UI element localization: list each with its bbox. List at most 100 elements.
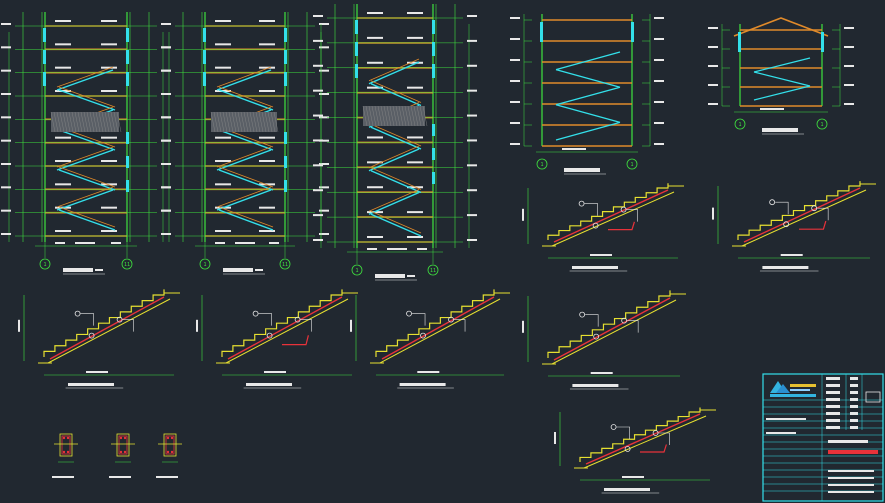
axis-label-left: 1 — [43, 262, 46, 268]
bottom-dimension-label — [387, 248, 407, 250]
hatch-line — [270, 111, 276, 133]
beam-detail-group — [52, 433, 182, 478]
bottom-dimension-label — [55, 242, 65, 244]
window-right — [432, 124, 435, 136]
elevation-mark-left — [313, 139, 323, 142]
hatch-line — [410, 105, 416, 127]
title-block-label — [826, 391, 840, 394]
dimension-label — [259, 160, 275, 162]
hatch-line — [422, 105, 428, 127]
title-block-highlight — [828, 450, 878, 454]
dimension-label — [101, 20, 117, 22]
dimension-label — [215, 160, 231, 162]
window — [738, 32, 741, 52]
stair-flight-detail-2 — [712, 181, 876, 272]
rebar-main — [381, 296, 495, 360]
dimension-label — [101, 183, 117, 186]
hatch-line — [258, 111, 264, 133]
bottom-dimension-label — [562, 148, 586, 150]
title-block-value — [850, 384, 858, 387]
hatch-line — [383, 105, 389, 127]
elevation-mark — [708, 27, 718, 29]
elevation-mark-left — [161, 23, 171, 25]
dimension-label — [215, 66, 231, 69]
hatch-line — [413, 105, 419, 127]
elevation-mark — [510, 59, 520, 61]
window-right — [284, 28, 287, 42]
title-block-note — [766, 432, 796, 434]
elevation-mark-right — [467, 214, 477, 217]
window-left — [203, 50, 206, 64]
dimension-label — [367, 136, 383, 139]
vertical-dimension-label — [196, 319, 198, 332]
callout-bubble — [811, 205, 818, 212]
rebar-dot — [166, 436, 170, 440]
hatch-line — [219, 111, 225, 133]
hatch-line — [95, 111, 101, 133]
window-right — [432, 148, 435, 160]
stair-flight — [216, 189, 272, 211]
stair-flight — [56, 69, 114, 91]
dimension-label — [215, 43, 231, 46]
detail-title — [604, 488, 650, 491]
dimension-label — [367, 86, 383, 89]
elevation-mark-right — [319, 46, 329, 49]
hatch-line — [371, 105, 377, 127]
stair-handrail — [370, 210, 422, 234]
window-right — [126, 50, 129, 64]
stair-flight-detail-7 — [554, 407, 716, 494]
vertical-dimension-label — [712, 207, 714, 220]
hatch-line — [273, 111, 279, 133]
elevation-mark-left — [161, 186, 171, 189]
elevation-mark-left — [1, 93, 11, 95]
dimension-label — [55, 183, 71, 186]
elevation-mark — [654, 101, 664, 103]
hatched-landing — [210, 111, 279, 133]
hatch-line — [264, 111, 270, 133]
dimension-label — [367, 186, 383, 189]
elevation-mark-right — [319, 116, 329, 119]
stair-flight — [368, 148, 420, 172]
rebar-bent — [608, 221, 635, 231]
stair-handrail — [368, 145, 420, 169]
elevation-mark-left — [313, 89, 323, 92]
title-block-value — [850, 391, 858, 394]
hatch-line — [89, 111, 95, 133]
elevation-mark-left — [1, 209, 11, 212]
stair-handrail — [218, 166, 274, 188]
rebar-bent — [640, 444, 667, 453]
hatch-line — [83, 111, 89, 133]
hatched-landing — [50, 111, 122, 133]
dimension-label — [259, 66, 275, 69]
window-right — [432, 20, 435, 34]
signature-mark — [865, 391, 881, 403]
elevation-mark-right — [467, 64, 477, 67]
callout-leader — [626, 209, 638, 222]
hatch-line — [237, 111, 243, 133]
stair-handrail — [368, 189, 420, 212]
stair-flight — [753, 85, 811, 101]
hatch-line — [416, 105, 422, 127]
hatch-line — [267, 111, 273, 133]
window-right — [126, 132, 129, 144]
window-right — [126, 28, 129, 42]
vertical-dimension-label — [522, 208, 524, 221]
dimension-label — [407, 136, 423, 139]
stair-soffit — [47, 298, 171, 364]
callout-bubble — [593, 333, 600, 340]
dimension-label — [259, 20, 275, 22]
stair-flight — [555, 51, 621, 71]
title-block-label — [826, 412, 840, 415]
elevation-mark-left — [161, 163, 171, 165]
callout-bubble — [294, 316, 301, 323]
callout-leader — [454, 319, 466, 332]
hatch-line — [234, 111, 240, 133]
drawing-title-block — [223, 268, 253, 272]
callout-bubble — [420, 332, 426, 339]
elevation-mark — [654, 143, 664, 145]
stair-flight — [753, 57, 811, 73]
rebar-bent — [282, 335, 309, 346]
